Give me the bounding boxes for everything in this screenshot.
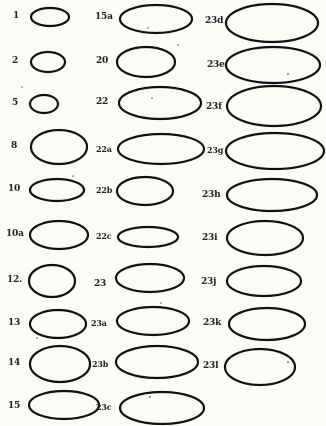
- figure-label: 10: [8, 184, 20, 194]
- figure-label: 23f: [206, 102, 222, 112]
- figure-label: 8: [11, 141, 17, 151]
- oval-fig-2: [31, 52, 65, 72]
- oval-fig-14: [30, 346, 90, 382]
- oval-fig-23c: [120, 392, 204, 424]
- oval-fig-13: [30, 310, 86, 338]
- speck-dot: [160, 302, 162, 304]
- figure-label: 15: [8, 401, 20, 411]
- figure-label: 10a: [6, 229, 24, 239]
- figure-label: 23e: [207, 60, 225, 70]
- figure-label: 23k: [203, 318, 221, 328]
- figure-label: 14: [8, 358, 20, 368]
- speck-dot: [72, 175, 74, 177]
- oval-fig-23k: [229, 308, 305, 340]
- oval-fig-5: [30, 95, 58, 113]
- oval-fig-23j: [227, 266, 301, 296]
- oval-fig-23b: [116, 346, 198, 378]
- figure-label: 23a: [91, 318, 107, 328]
- figure-label: 12.: [7, 275, 22, 285]
- oval-fig-23d: [226, 4, 318, 42]
- oval-fig-23e: [226, 47, 320, 83]
- figure-label: 22c: [96, 231, 111, 241]
- speck-dot: [36, 337, 37, 338]
- oval-fig-15: [29, 391, 99, 419]
- figure-label: 23j: [201, 277, 216, 287]
- speck-dot: [287, 361, 289, 363]
- figure-label: 23d: [205, 16, 223, 26]
- oval-fig-20: [117, 47, 175, 77]
- figure-label: 23b: [92, 359, 108, 369]
- figure-label: 5: [12, 98, 18, 108]
- figure-label: 13: [8, 318, 20, 328]
- oval-fig-12: [29, 265, 75, 297]
- figure-label: 22a: [96, 144, 112, 154]
- oval-fig-10a: [30, 221, 88, 249]
- figure-label: 20: [96, 56, 108, 66]
- figure-label: 23g: [207, 145, 223, 155]
- oval-fig-23g: [226, 133, 324, 169]
- oval-fig-23i: [227, 221, 303, 255]
- speck-dot: [177, 44, 179, 46]
- oval-fig-22c: [118, 227, 178, 247]
- oval-fig-1: [31, 8, 69, 26]
- figure-label: 23: [94, 279, 106, 289]
- figure-label: 22: [96, 97, 108, 107]
- figure-label: 15a: [95, 12, 113, 22]
- speck-dot: [147, 27, 149, 29]
- oval-fig-23h: [227, 179, 317, 211]
- figure-label: 1: [13, 11, 19, 21]
- oval-fig-22b: [117, 177, 173, 205]
- speck-dot: [151, 97, 153, 99]
- oval-fig-23l: [225, 349, 295, 385]
- oval-fig-22: [119, 87, 201, 119]
- oval-fig-23f: [227, 86, 321, 126]
- figure-label: 2: [12, 56, 18, 66]
- speck-dot: [149, 396, 151, 398]
- figure-label: 22b: [96, 185, 112, 195]
- oval-fig-23: [116, 264, 184, 292]
- figure-label: 23h: [202, 190, 220, 200]
- speck-dot: [287, 73, 289, 75]
- figure-label: 23l: [203, 361, 218, 371]
- oval-fig-10: [30, 179, 84, 201]
- oval-fig-15a: [120, 5, 192, 33]
- figure-label: 23i: [202, 233, 217, 243]
- oval-fig-23a: [117, 307, 189, 335]
- oval-fig-8: [31, 130, 87, 164]
- speck-dot: [21, 86, 22, 87]
- figure-label: 23c: [96, 402, 111, 412]
- oval-fig-22a: [118, 134, 204, 164]
